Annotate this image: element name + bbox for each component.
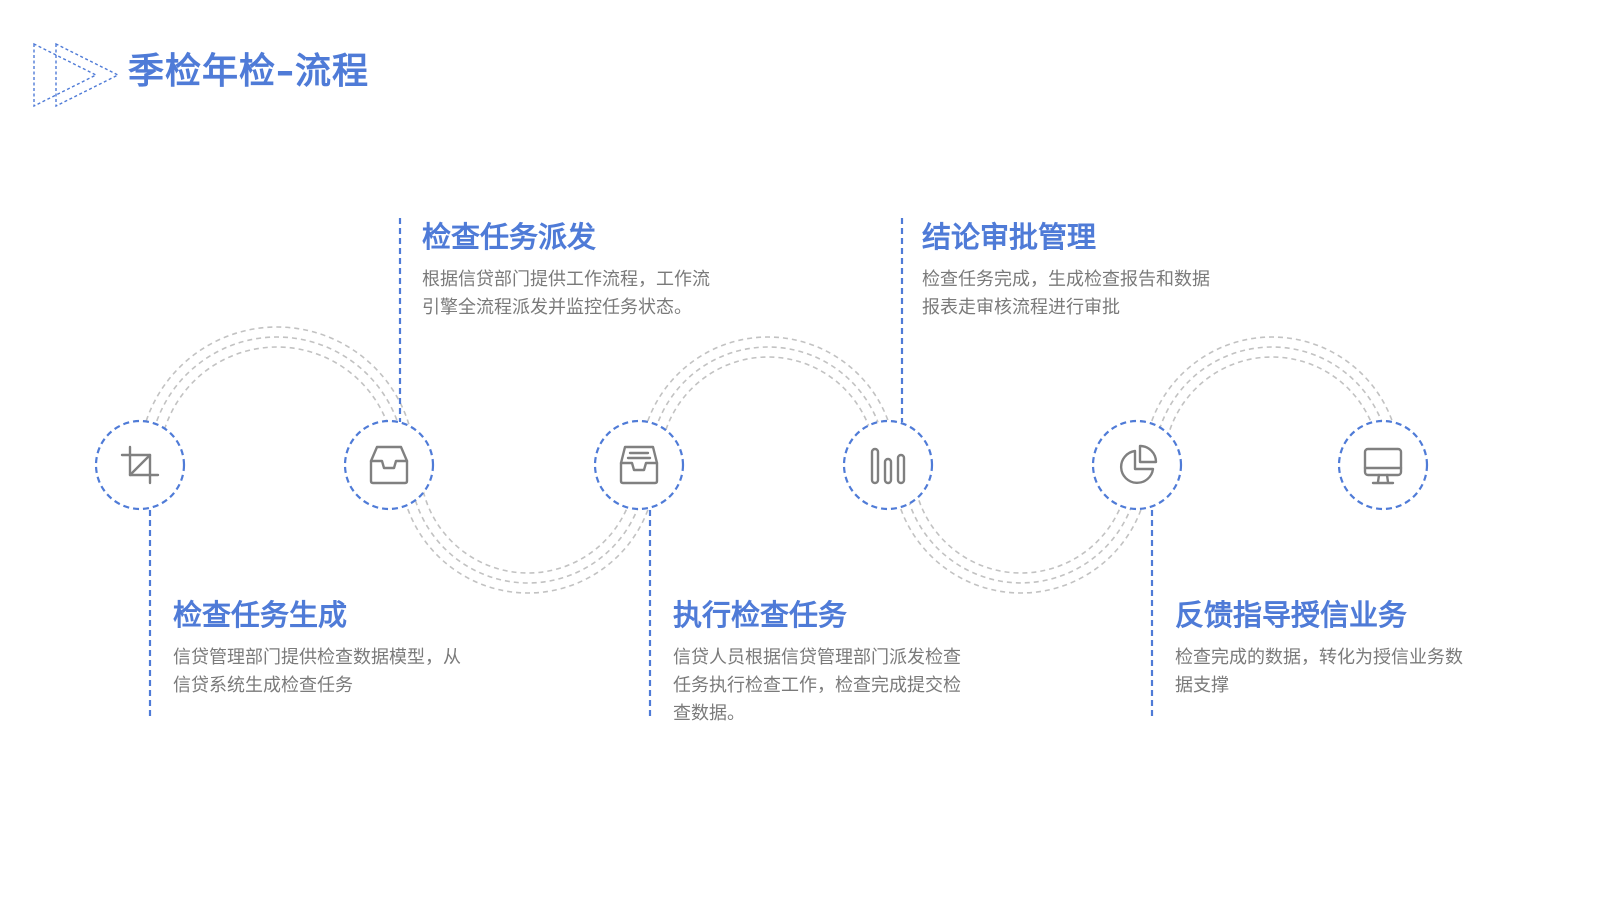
arc-3-4-outer [639, 336, 897, 466]
inbox-icon [369, 445, 409, 485]
crop-icon [120, 445, 160, 485]
step-2-title: 检查任务派发 [422, 220, 597, 254]
node-circles [94, 419, 1429, 511]
page-title: 季检年检–流程 [128, 51, 370, 92]
step-5-title: 反馈指导授信业务 [1175, 598, 1408, 632]
arc-1-2-inner [158, 346, 396, 466]
node-circle-3 [593, 419, 685, 511]
arc-2-3-mid [409, 464, 647, 584]
step-5-description: 检查完成的数据，转化为授信业务数据支撑 [1175, 647, 1463, 696]
arc-4-5-mid [902, 464, 1140, 584]
arc-5-6-inner [1163, 356, 1381, 466]
step-4-description: 检查任务完成，生成检查报告和数据报表走审核流程进行审批 [922, 269, 1210, 318]
step-3: 执行检查任务 信贷人员根据信贷管理部门派发检查任务执行检查工作，检查完成提交检查… [673, 598, 983, 728]
node-circle-2 [343, 419, 435, 511]
step-3-description: 信贷人员根据信贷管理部门派发检查任务执行检查工作，检查完成提交检查数据。 [673, 647, 961, 724]
arc-4-5-inner [912, 464, 1130, 574]
arc-5-6-mid [1153, 346, 1391, 466]
step-4-title: 结论审批管理 [922, 220, 1097, 254]
arc-3-4-inner [659, 356, 877, 466]
arc-2-3-inner [419, 464, 637, 574]
leader-lines [148, 218, 1154, 718]
arc-1-2-outer [138, 326, 416, 466]
node-circle-4 [842, 419, 934, 511]
node-circle-6 [1337, 419, 1429, 511]
step-1-title: 检查任务生成 [173, 598, 348, 632]
logo-play-icon [33, 42, 120, 108]
bar-chart-icon [870, 447, 906, 485]
arc-3-4-mid [649, 346, 887, 466]
step-3-title: 执行检查任务 [673, 598, 848, 632]
step-4: 结论审批管理 检查任务完成，生成检查报告和数据报表走审核流程进行审批 [922, 220, 1232, 322]
connector-arcs [138, 326, 1401, 594]
node-circle-5 [1091, 419, 1183, 511]
step-2-description: 根据信贷部门提供工作流程，工作流引擎全流程派发并监控任务状态。 [422, 269, 710, 318]
step-5: 反馈指导授信业务 检查完成的数据，转化为授信业务数据支撑 [1175, 598, 1485, 700]
step-2: 检查任务派发 根据信贷部门提供工作流程，工作流引擎全流程派发并监控任务状态。 [422, 220, 732, 322]
arc-5-6-outer [1143, 336, 1401, 466]
archive-icon [619, 445, 659, 485]
monitor-icon [1363, 447, 1403, 485]
arc-1-2-mid [148, 336, 406, 466]
arc-2-3-outer [399, 464, 657, 594]
arc-4-5-outer [892, 464, 1150, 594]
step-1-description: 信贷管理部门提供检查数据模型，从信贷系统生成检查任务 [173, 647, 461, 696]
pie-chart-icon [1119, 444, 1158, 485]
step-1: 检查任务生成 信贷管理部门提供检查数据模型，从信贷系统生成检查任务 [173, 598, 483, 700]
